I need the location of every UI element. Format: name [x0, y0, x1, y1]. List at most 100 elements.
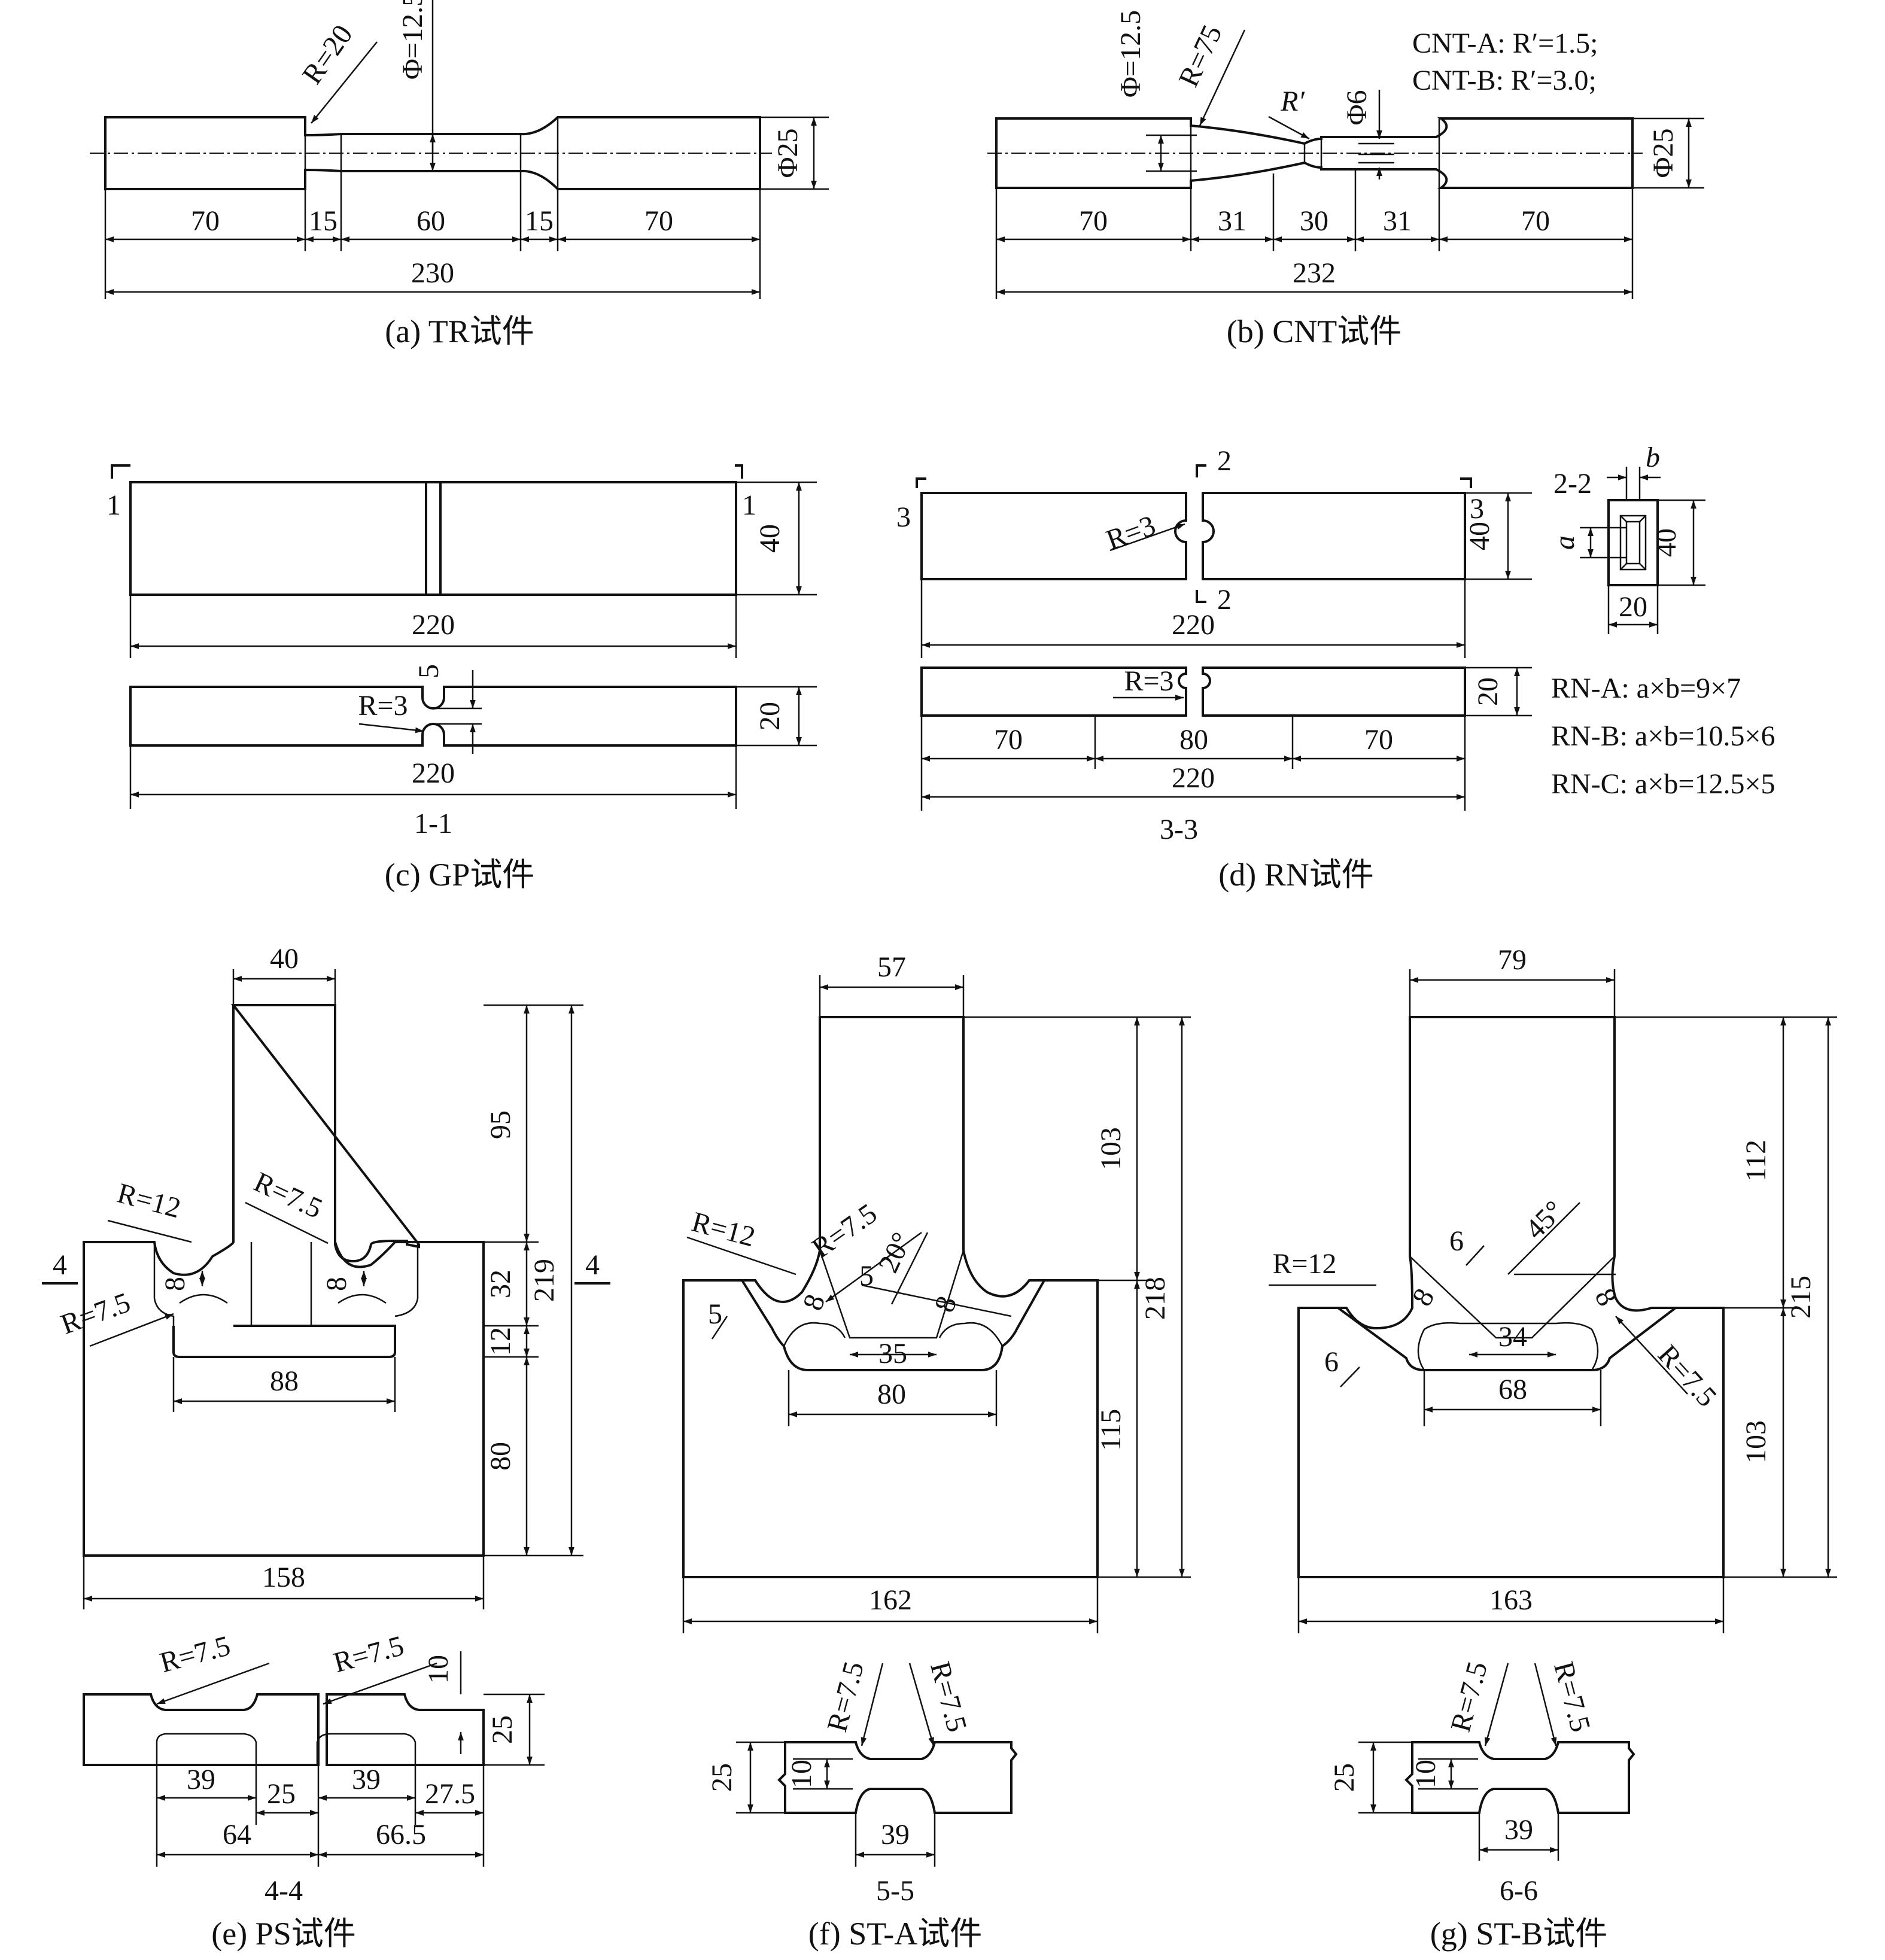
stb-section-label: 6-6 — [1500, 1875, 1538, 1907]
rn-sec2-bot: 2 — [1217, 584, 1232, 616]
sta-g8a: 8 — [796, 1290, 831, 1314]
tr-dim-1: 70 — [191, 205, 220, 237]
sta-inner — [741, 1279, 1045, 1371]
sta-section — [777, 1741, 1018, 1814]
sta-specimen: 57 103 115 218 35 80 162 R=12 R=7.5 20° … — [682, 951, 1191, 1952]
ps-outline — [230, 1004, 420, 1263]
cnt-caption: (b) CNT试件 — [1227, 314, 1401, 349]
rn-sec3-left: 3 — [896, 501, 911, 533]
stb-sec-w39: 39 — [1504, 1814, 1533, 1846]
ps-h219: 219 — [528, 1259, 560, 1302]
rn-sec3-right: 3 — [1470, 493, 1484, 525]
sta-h218: 218 — [1139, 1277, 1171, 1320]
rn-plate — [920, 492, 1466, 580]
ps-sec-r2: R=7.5 — [330, 1630, 408, 1679]
ps-r75b: R=7.5 — [57, 1286, 135, 1341]
ps-mark-right: 4 — [585, 1249, 600, 1281]
ps-h80: 80 — [485, 1442, 516, 1471]
stb-h215: 215 — [1785, 1276, 1817, 1319]
sta-top: 57 — [877, 951, 906, 983]
rn-radius2: R=3 — [1124, 665, 1173, 697]
sta-h103: 103 — [1095, 1127, 1127, 1170]
gp-notch: R=3 — [358, 690, 408, 722]
sta-r75: R=7.5 — [806, 1197, 883, 1264]
cnt-dim-2: 31 — [1218, 205, 1246, 237]
tr-total: 230 — [411, 257, 454, 289]
cnt-dim-3: 30 — [1300, 205, 1328, 237]
stb-specimen: 79 112 103 215 34 68 163 R=12 R=7.5 45° … — [1269, 944, 1837, 1952]
rn-dim-1: 70 — [994, 724, 1023, 756]
rn-a-label: a — [1549, 535, 1580, 550]
gp-thick: 20 — [754, 702, 786, 731]
sta-r12: R=12 — [688, 1206, 758, 1253]
tr-neck-dia: Φ=12.5 — [397, 0, 428, 80]
ps-r75a: R=7.5 — [249, 1166, 327, 1225]
stb-g6b: 6 — [1324, 1346, 1339, 1378]
rn-note-b: RN-B: a×b=10.5×6 — [1551, 720, 1775, 752]
sta-angle: 20° — [872, 1228, 918, 1277]
ps-sec-r1: R=7.5 — [157, 1630, 234, 1679]
rn-width: 220 — [1172, 609, 1215, 641]
sta-w35: 35 — [878, 1338, 907, 1369]
rn-specimen: 3 3 2 2 R=3 40 220 R=3 20 70 80 70 22 — [896, 442, 1775, 893]
cnt-specimen: 70 31 30 31 70 232 Φ25 Φ=12.5 R=75 R′ Φ6… — [987, 10, 1704, 349]
stb-caption: (g) ST-B试件 — [1430, 1916, 1608, 1952]
stb-w34: 34 — [1498, 1321, 1527, 1353]
stb-sec-t10: 10 — [1410, 1760, 1442, 1788]
stb-g8b: 8 — [1588, 1283, 1623, 1311]
ps-section — [83, 1693, 485, 1766]
stb-r12: R=12 — [1272, 1248, 1336, 1280]
ps-mark-left: 4 — [53, 1249, 67, 1281]
sta-sec-t10: 10 — [786, 1760, 817, 1788]
stb-w163: 163 — [1489, 1584, 1533, 1616]
gp-section — [129, 686, 737, 747]
stb-sec-t25: 25 — [1328, 1763, 1360, 1792]
stb-w68: 68 — [1498, 1374, 1527, 1405]
tr-dim-5: 70 — [644, 205, 673, 237]
stb-inner — [1337, 1307, 1677, 1371]
sta-w80: 80 — [877, 1378, 906, 1410]
sta-section-label: 5-5 — [876, 1875, 914, 1907]
stb-outline — [1297, 1016, 1725, 1578]
rn-b-label: b — [1646, 442, 1660, 473]
cnt-radius: R=75 — [1172, 20, 1228, 92]
stb-sec-r2: R=7.5 — [1547, 1658, 1597, 1736]
ps-sec-w39b: 39 — [352, 1764, 381, 1795]
tr-specimen: 70 15 60 15 70 230 Φ25 Φ=12.5 R=20 (a) T… — [90, 0, 829, 349]
ps-body — [83, 1004, 485, 1557]
cnt-total: 232 — [1293, 257, 1336, 289]
ps-inner-cavity — [172, 1326, 396, 1358]
ps-sec-w25: 25 — [267, 1778, 296, 1810]
stb-g6a: 6 — [1449, 1225, 1464, 1257]
ps-g8b: 8 — [321, 1277, 352, 1291]
sta-sec-r2: R=7.5 — [924, 1658, 973, 1736]
sta-caption: (f) ST-A试件 — [808, 1916, 983, 1952]
ps-h12: 12 — [485, 1327, 516, 1356]
gp-plate — [129, 481, 737, 596]
stb-h103: 103 — [1740, 1420, 1772, 1463]
cnt-dim-1: 70 — [1079, 205, 1108, 237]
ps-g8a: 8 — [159, 1277, 191, 1291]
rn-height: 40 — [1464, 522, 1495, 550]
cnt-small-dia: Φ6 — [1341, 90, 1373, 125]
gp-gap: 5 — [413, 664, 445, 678]
gp-sec-mark-left: 1 — [107, 489, 121, 521]
stb-sec-r1: R=7.5 — [1445, 1658, 1494, 1736]
cnt-dim-4: 31 — [1383, 205, 1412, 237]
ps-h95: 95 — [485, 1110, 516, 1139]
stb-section — [1404, 1741, 1635, 1814]
gp-width2: 220 — [412, 757, 455, 789]
rn-note-a: RN-A: a×b=9×7 — [1551, 672, 1741, 704]
ps-specimen: 40 95 32 12 80 219 88 158 R=12 R=7.5 R=7… — [42, 943, 610, 1952]
ps-sec-w275: 27.5 — [425, 1778, 475, 1810]
tr-dim-2: 15 — [309, 205, 338, 237]
ps-top: 40 — [270, 943, 299, 975]
sta-h115: 115 — [1095, 1409, 1127, 1451]
ps-w158: 158 — [262, 1562, 305, 1593]
gp-specimen: 1 1 40 220 20 5 R=3 220 1-1 (c) GP试件 — [107, 464, 817, 893]
rn-dim-2: 80 — [1179, 724, 1208, 756]
sta-sec-w39: 39 — [881, 1819, 910, 1851]
rn-thick: 20 — [1472, 677, 1504, 706]
cnt-grip-dia: Φ25 — [1647, 128, 1679, 178]
